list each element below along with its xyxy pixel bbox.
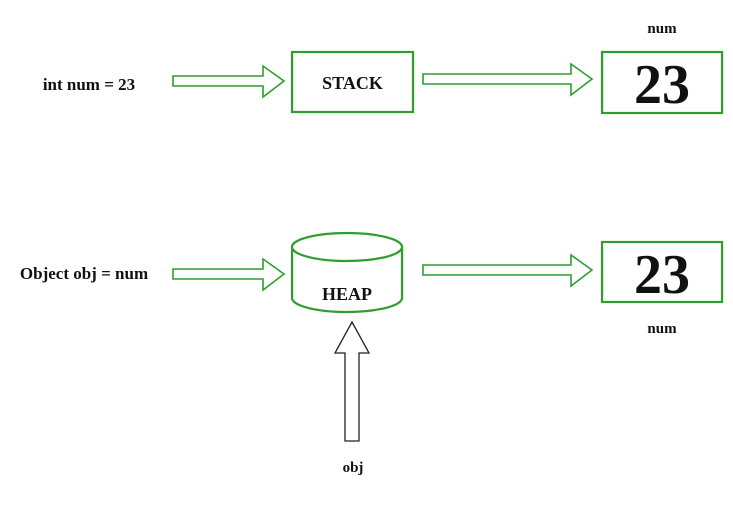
arrow-heap-to-value — [422, 253, 594, 288]
heap-value: 23 — [634, 244, 690, 306]
stack-label: STACK — [322, 73, 383, 93]
value-name-label-top: num — [647, 21, 677, 37]
heap-cylinder-top — [290, 231, 404, 263]
arrow-obj-to-heap — [333, 320, 371, 442]
heap-cylinder-body — [290, 247, 404, 314]
arrow-statement-to-stack — [172, 64, 286, 99]
heap-cylinder — [290, 231, 404, 314]
stack-value-box — [600, 50, 724, 115]
obj-reference-label: obj — [343, 460, 364, 476]
arrow-stack-to-value — [422, 62, 594, 97]
statement-int-num: int num = 23 — [43, 75, 135, 94]
statement-object-obj: Object obj = num — [20, 264, 148, 283]
value-name-label-bottom: num — [647, 321, 677, 337]
stack-value: 23 — [634, 54, 690, 116]
stack-box — [290, 50, 415, 114]
heap-value-box — [600, 240, 724, 304]
arrow-statement-to-heap — [172, 257, 286, 292]
heap-label: HEAP — [322, 284, 372, 304]
